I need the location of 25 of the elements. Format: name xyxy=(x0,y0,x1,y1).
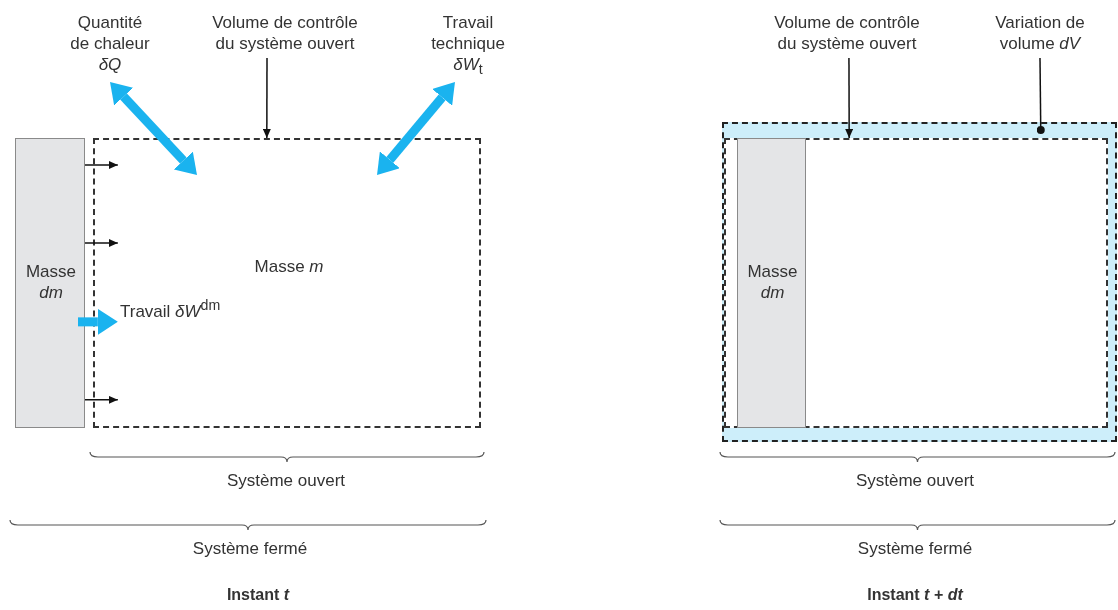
leader-line xyxy=(262,57,271,139)
annotation-text: Variation de volume dV xyxy=(985,12,1095,58)
annotation-text: Volume de contrôle du système ouvert xyxy=(210,12,360,58)
system-label: Système fermé xyxy=(856,538,974,559)
panel-caption: Instant t xyxy=(225,585,291,605)
mass-label: Masse m xyxy=(253,256,325,277)
arrow xyxy=(84,160,119,169)
mass-label: Masse dm xyxy=(24,261,78,303)
arrow xyxy=(84,239,119,247)
mass-element-block xyxy=(737,138,806,428)
mass-element-block xyxy=(15,138,85,428)
flow-arrow xyxy=(78,311,118,332)
annotation-text: Travail technique δW$_{t}$ xyxy=(426,12,510,82)
annotation-text: Quantité de chaleur δQ xyxy=(68,12,152,82)
arrow xyxy=(84,395,119,404)
annotation-text: Volume de contrôle du système ouvert xyxy=(772,12,922,58)
panel-caption: Instant t + dt xyxy=(866,585,965,605)
system-label: Système fermé xyxy=(191,538,309,559)
system-label: Système ouvert xyxy=(225,470,347,491)
mass-label: Masse dm xyxy=(746,261,799,303)
leader-line xyxy=(1036,57,1045,134)
leader-line xyxy=(377,82,455,176)
leader-line xyxy=(845,57,854,139)
leader-line xyxy=(110,82,197,176)
system-label: Système ouvert xyxy=(854,470,976,491)
